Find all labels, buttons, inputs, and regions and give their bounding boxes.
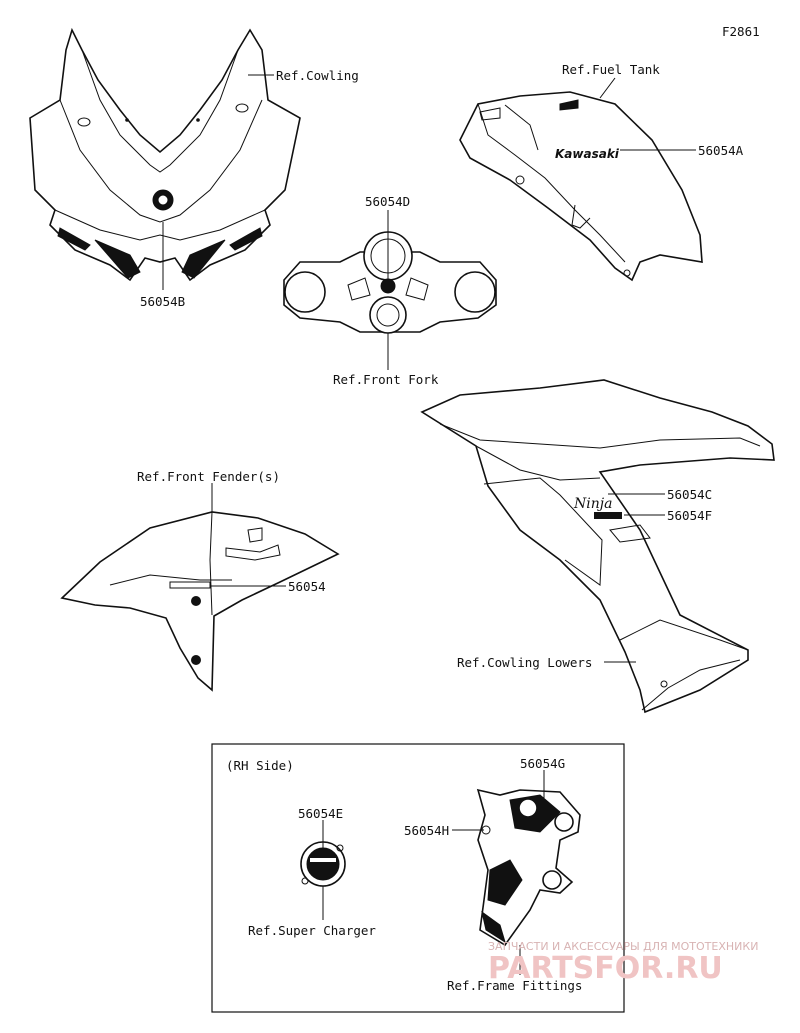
tank-brand-decal: Kawasaki <box>555 147 620 161</box>
label-56054C: 56054C <box>667 487 712 502</box>
label-ref-fuel-tank: Ref.Fuel Tank <box>562 62 660 77</box>
label-56054G: 56054G <box>520 756 565 771</box>
label-56054F: 56054F <box>667 508 712 523</box>
watermark-tagline: ЗАПЧАСТИ И АКСЕССУАРЫ ДЛЯ МОТОТЕХНИКИ <box>488 940 758 953</box>
diagram-code: F2861 <box>722 24 760 39</box>
label-ref-cowling-lowers: Ref.Cowling Lowers <box>457 655 592 670</box>
fuel-tank-illustration: Kawasaki <box>459 91 703 282</box>
side-cowling-illustration: Ninja <box>420 379 775 714</box>
label-ref-super-charger: Ref.Super Charger <box>248 923 376 938</box>
label-rh-side: (RH Side) <box>226 758 294 773</box>
label-56054: 56054 <box>288 579 326 594</box>
super-charger-cover-illustration <box>300 841 346 887</box>
label-56054E: 56054E <box>298 806 343 821</box>
label-56054A: 56054A <box>698 143 744 158</box>
upper-cowling-illustration <box>29 27 301 282</box>
rh-side-box <box>211 743 625 1013</box>
frame-fitting-illustration <box>476 788 581 947</box>
label-56054D: 56054D <box>365 194 410 209</box>
front-fender-illustration <box>60 511 340 692</box>
label-ref-front-fender: Ref.Front Fender(s) <box>137 469 280 484</box>
label-56054H: 56054H <box>404 823 449 838</box>
label-ref-front-fork: Ref.Front Fork <box>333 372 439 387</box>
label-ref-frame-fittings: Ref.Frame Fittings <box>447 978 582 993</box>
label-ref-cowling: Ref.Cowling <box>276 68 359 83</box>
top-bridge-illustration <box>283 231 497 334</box>
watermark-brand: PARTSFOR.RU <box>488 951 723 986</box>
label-56054B: 56054B <box>140 294 185 309</box>
side-model-decal: Ninja <box>573 496 612 512</box>
